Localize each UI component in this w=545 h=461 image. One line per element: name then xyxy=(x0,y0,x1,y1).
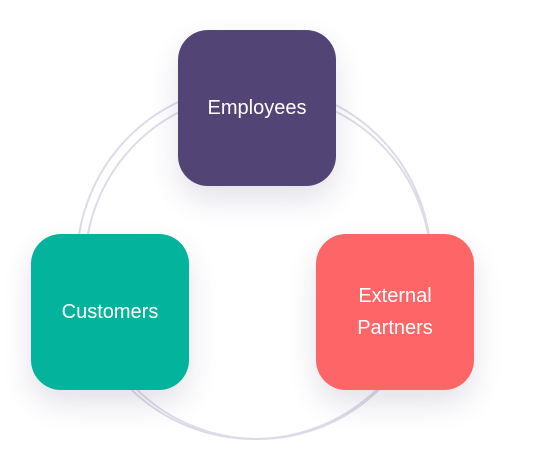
customers-label: Customers xyxy=(61,301,159,323)
external-partners-node: External Partners xyxy=(316,234,474,390)
customers-node: Customers xyxy=(31,234,189,390)
external-partners-label: External Partners xyxy=(357,285,433,339)
employees-node: Employees xyxy=(178,30,336,186)
employees-label: Employees xyxy=(207,97,307,119)
